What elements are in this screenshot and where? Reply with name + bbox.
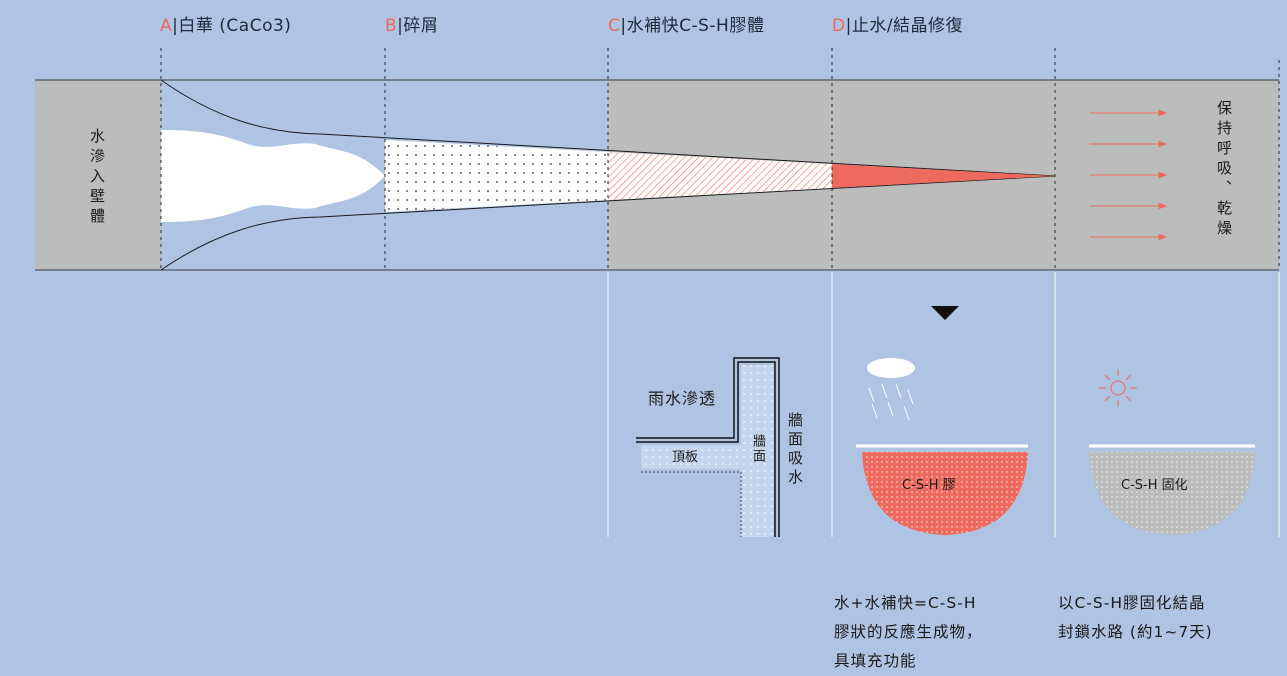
stage-dividers [160, 48, 1280, 270]
wall-inflow-label: 水滲入壁體 [88, 128, 106, 228]
stage-label-b: B|碎屑 [385, 16, 439, 36]
roof-slab-label: 頂板 [672, 450, 699, 465]
wall-left-block [35, 80, 161, 270]
efflorescence-shape [161, 130, 385, 222]
gel-bowl-label: C-S-H 膠 [902, 478, 956, 493]
rain-cloud-icon [867, 358, 915, 421]
crystal-wedge [832, 164, 1055, 188]
cured-bowl [1089, 444, 1255, 535]
gel-bowl [856, 444, 1028, 535]
stage-label-d: D|止水/結晶修復 [832, 16, 964, 36]
cure-caption: 以C-S-H膠固化結晶 封鎖水路 (約1~7天) [1058, 594, 1213, 641]
wall-breathe-label: 保持呼吸、乾燥 [1215, 100, 1233, 240]
cured-bowl-label: C-S-H 固化 [1121, 478, 1188, 493]
rain-seep-label: 雨水滲透 [648, 389, 717, 408]
stage-label-a: A|白華 (CaCo3) [160, 16, 292, 36]
wall-absorb-label: 牆面吸水 [786, 412, 804, 488]
stage-label-c: C|水補快C-S-H膠體 [608, 16, 765, 36]
building-detail [636, 357, 780, 537]
wall-inner-label: 牆面 [750, 434, 765, 464]
breathe-arrows [1090, 109, 1168, 241]
sun-icon [1099, 369, 1137, 407]
down-triangle-icon [931, 306, 959, 320]
gel-caption: 水+水補快=C-S-H 膠狀的反應生成物， 具填充功能 [834, 594, 983, 670]
lower-dividers [607, 272, 1280, 537]
